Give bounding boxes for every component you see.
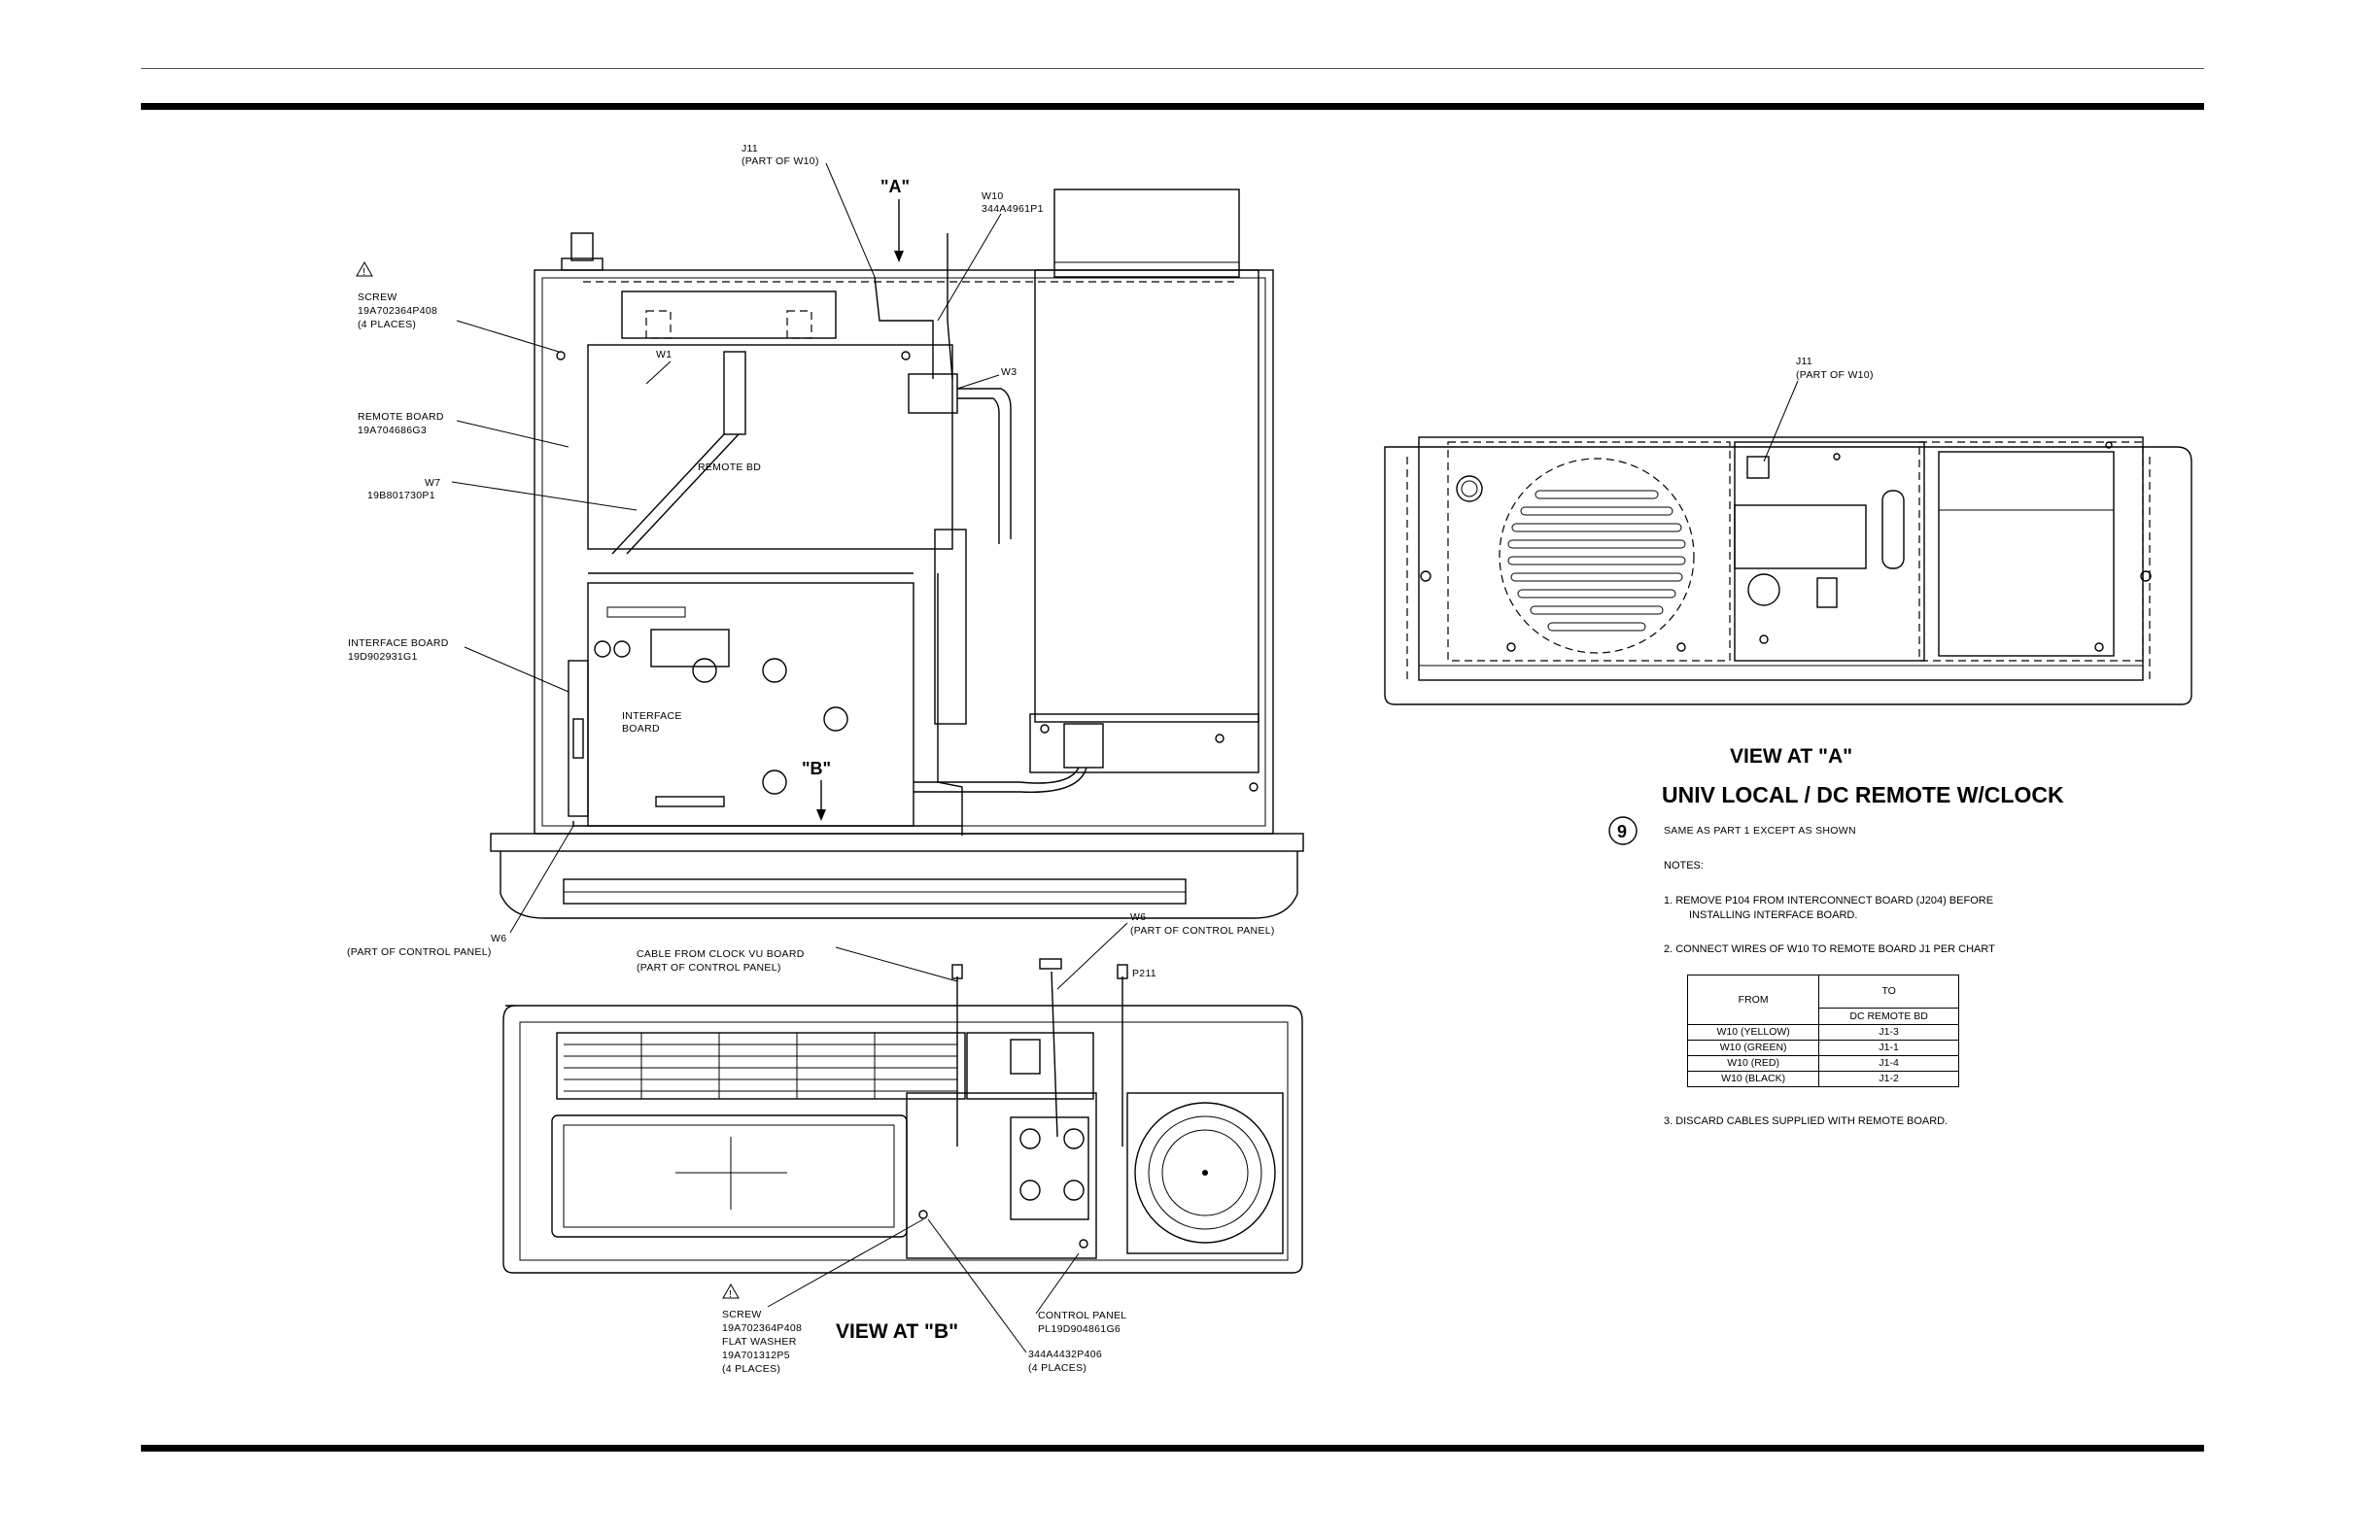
screw-bottom-qty: (4 PLACES)	[722, 1363, 780, 1375]
screw-bottom-part: 19A702364P408	[722, 1322, 802, 1334]
remote-board-part: 19A704686G3	[358, 425, 427, 436]
control-panel-label: CONTROL PANEL	[1038, 1310, 1126, 1321]
note-1: 1. REMOVE P104 FROM INTERCONNECT BOARD (…	[1664, 895, 1994, 907]
chart-to-sub: DC REMOTE BD	[1818, 1008, 1959, 1025]
remote-bd-label: REMOTE BD	[698, 462, 761, 473]
svg-text:!: !	[362, 266, 365, 278]
chart-to-cell: J1-3	[1818, 1024, 1959, 1041]
flat-washer-label: FLAT WASHER	[722, 1336, 797, 1348]
view-a-drawing	[1384, 436, 2192, 705]
j11-right-label: J11	[1796, 356, 1812, 367]
j11-right-sub: (PART OF W10)	[1796, 369, 1874, 381]
chart-from-cell: W10 (BLACK)	[1686, 1071, 1820, 1087]
view-b-marker: "B"	[802, 759, 831, 778]
notes-heading: NOTES:	[1664, 860, 1704, 872]
same-as-text: SAME AS PART 1 EXCEPT AS SHOWN	[1664, 825, 1856, 837]
note-2: 2. CONNECT WIRES OF W10 TO REMOTE BOARD …	[1664, 943, 1995, 955]
w3-label: W3	[1001, 366, 1017, 378]
screw-top-part: 19A702364P408	[358, 305, 437, 317]
chart-from-cell: W10 (YELLOW)	[1686, 1024, 1820, 1041]
chart-to-cell: J1-2	[1818, 1071, 1959, 1087]
interface-board-callout: INTERFACE BOARD	[348, 637, 449, 649]
callouts-view-b: P211 ! SCREW 19A702364P408 FLAT WASHER 1…	[722, 968, 1156, 1375]
view-at-a-title: VIEW AT "A"	[1730, 745, 1852, 768]
part-number-circle	[1608, 816, 1638, 845]
note-3: 3. DISCARD CABLES SUPPLIED WITH REMOTE B…	[1664, 1115, 1949, 1127]
w6-left-label: W6	[491, 933, 506, 944]
assembly-title: UNIV LOCAL / DC REMOTE W/CLOCK	[1662, 782, 2064, 807]
table-row: W10 (RED) J1-4	[1686, 1055, 1959, 1072]
part-number: 9	[1617, 822, 1627, 841]
w7-label: W7	[425, 477, 440, 489]
j11-label: J11	[742, 143, 758, 154]
chart-to-cell: J1-1	[1818, 1040, 1959, 1056]
interface-board-label-2: BOARD	[622, 723, 660, 735]
w10-label: W10	[982, 190, 1004, 202]
cable-clock-label: CABLE FROM CLOCK VU BOARD	[637, 948, 805, 960]
flat-washer-part: 19A701312P5	[722, 1350, 790, 1361]
p211-label: P211	[1132, 968, 1156, 979]
bottom-thick-rule	[141, 1445, 2204, 1452]
table-row: W10 (YELLOW) J1-3	[1686, 1024, 1959, 1041]
w1-label: W1	[656, 349, 672, 360]
chart-from-header: FROM	[1686, 975, 1820, 1025]
view-b-drawing	[502, 958, 1303, 1274]
chart-to-cell: J1-4	[1818, 1055, 1959, 1072]
view-a-marker: "A"	[880, 177, 910, 196]
chart-from-cell: W10 (GREEN)	[1686, 1040, 1820, 1056]
w6-right-label: W6	[1130, 911, 1146, 923]
table-row: W10 (BLACK) J1-2	[1686, 1071, 1959, 1087]
control-panel-part: PL19D904861G6	[1038, 1323, 1121, 1335]
top-thin-rule	[141, 68, 2204, 69]
screw-344-qty: (4 PLACES)	[1028, 1362, 1087, 1374]
remote-board	[587, 344, 953, 550]
warning-triangle-icon	[356, 260, 373, 277]
j11-sub-label: (PART OF W10)	[742, 155, 819, 167]
w6-left-sub: (PART OF CONTROL PANEL)	[347, 946, 492, 958]
svg-text:!: !	[729, 1288, 732, 1300]
interface-board-part: 19D902931G1	[348, 651, 418, 663]
chart-from-cell: W10 (RED)	[1686, 1055, 1820, 1072]
screw-344-label: 344A4432P406	[1028, 1349, 1102, 1360]
w6-right-sub: (PART OF CONTROL PANEL)	[1130, 925, 1275, 937]
wiring-chart: FROM TO DC REMOTE BD W10 (YELLOW) J1-3 W…	[1686, 974, 1959, 1087]
callouts-top-view: J11 (PART OF W10) W10 344A4961P1 ! SCREW…	[347, 143, 1275, 990]
chassis-top-view	[490, 188, 1304, 919]
view-at-b-title: VIEW AT "B"	[836, 1320, 958, 1343]
screw-bottom-label: SCREW	[722, 1309, 762, 1320]
table-row: W10 (GREEN) J1-1	[1686, 1040, 1959, 1056]
interface-board-label: INTERFACE	[622, 710, 682, 722]
interface-board	[587, 582, 914, 827]
remote-board-callout: REMOTE BOARD	[358, 411, 444, 423]
cable-clock-sub: (PART OF CONTROL PANEL)	[637, 962, 781, 974]
w7-part: 19B801730P1	[367, 490, 435, 501]
screw-top-label: SCREW	[358, 291, 397, 303]
warning-triangle-icon-bottom	[722, 1283, 740, 1299]
chart-to-header: TO	[1818, 974, 1959, 1010]
note-1-cont: INSTALLING INTERFACE BOARD.	[1689, 909, 1858, 921]
screw-top-qty: (4 PLACES)	[358, 319, 416, 330]
top-thick-rule	[141, 103, 2204, 110]
w10-part-label: 344A4961P1	[982, 203, 1044, 215]
